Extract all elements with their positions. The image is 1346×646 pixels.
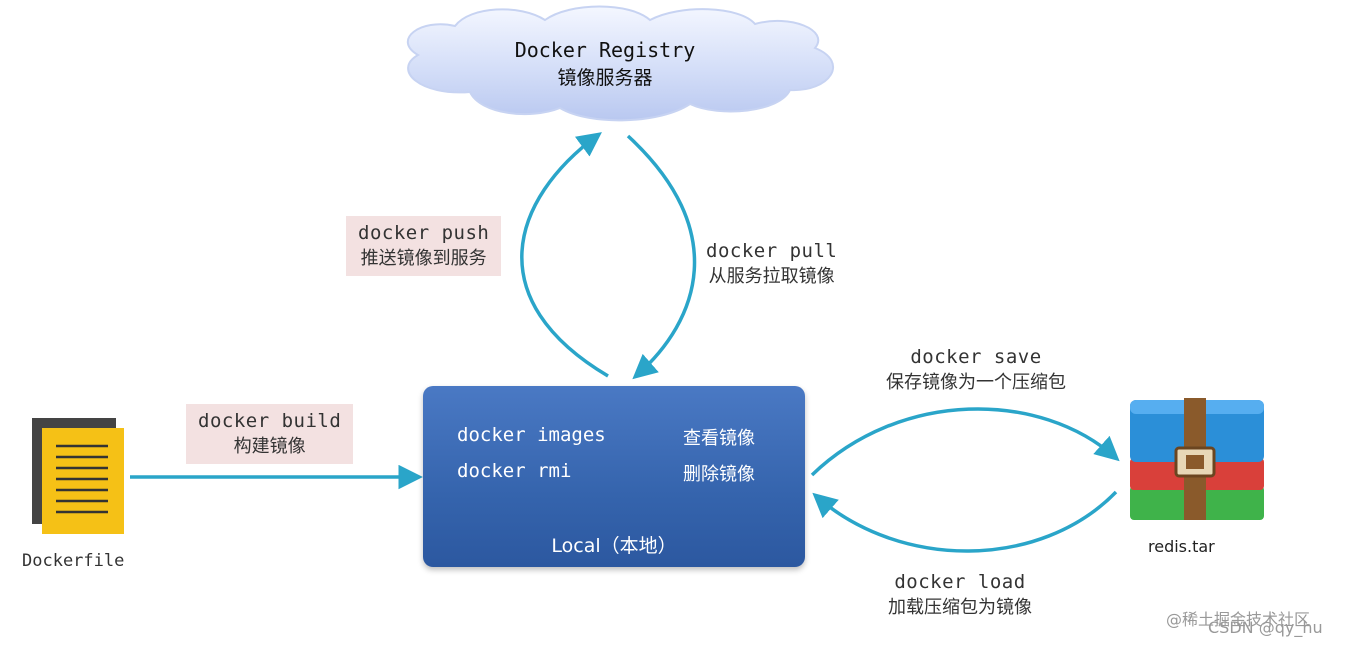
rmi-command: docker rmi xyxy=(457,460,572,482)
dockerfile-label: Dockerfile xyxy=(22,551,125,571)
images-description: 查看镜像 xyxy=(683,428,755,449)
pull-command: docker pull xyxy=(706,240,838,262)
pull-label: docker pull 从服务拉取镜像 xyxy=(706,238,837,290)
save-arrow xyxy=(810,407,1120,477)
rmi-description: 删除镜像 xyxy=(683,464,755,485)
local-box: docker images 查看镜像 docker rmi 删除镜像 Local… xyxy=(423,386,805,567)
cloud-icon xyxy=(406,5,835,122)
build-command: docker build xyxy=(198,410,342,432)
images-command: docker images xyxy=(457,424,606,446)
watermark-line2: CSDN @qy_hu xyxy=(1208,618,1323,637)
push-label: docker push 推送镜像到服务 xyxy=(346,216,502,276)
registry-label: Docker Registry 镜像服务器 xyxy=(480,36,730,92)
registry-title: Docker Registry xyxy=(514,38,696,62)
winrar-archive-icon xyxy=(1130,398,1264,520)
pull-arrow xyxy=(626,134,697,380)
local-title: Local（本地） xyxy=(551,535,677,557)
save-command: docker save xyxy=(910,346,1042,368)
load-command: docker load xyxy=(894,571,1026,593)
push-command: docker push xyxy=(358,222,490,244)
archive-label: redis.tar xyxy=(1148,537,1215,556)
document-icon xyxy=(32,418,124,534)
load-description: 加载压缩包为镜像 xyxy=(888,597,1032,618)
push-description: 推送镜像到服务 xyxy=(360,248,487,269)
load-label: docker load 加载压缩包为镜像 xyxy=(888,569,1032,621)
pull-description: 从服务拉取镜像 xyxy=(708,266,835,287)
save-label: docker save 保存镜像为一个压缩包 xyxy=(886,344,1066,396)
watermark-line1: @稀土掘金技术社区 xyxy=(1166,610,1311,629)
build-description: 构建镜像 xyxy=(233,436,306,457)
registry-subtitle: 镜像服务器 xyxy=(557,67,653,89)
load-arrow xyxy=(812,490,1118,553)
push-arrow xyxy=(520,132,609,378)
build-label: docker build 构建镜像 xyxy=(186,404,354,464)
save-description: 保存镜像为一个压缩包 xyxy=(886,372,1066,393)
